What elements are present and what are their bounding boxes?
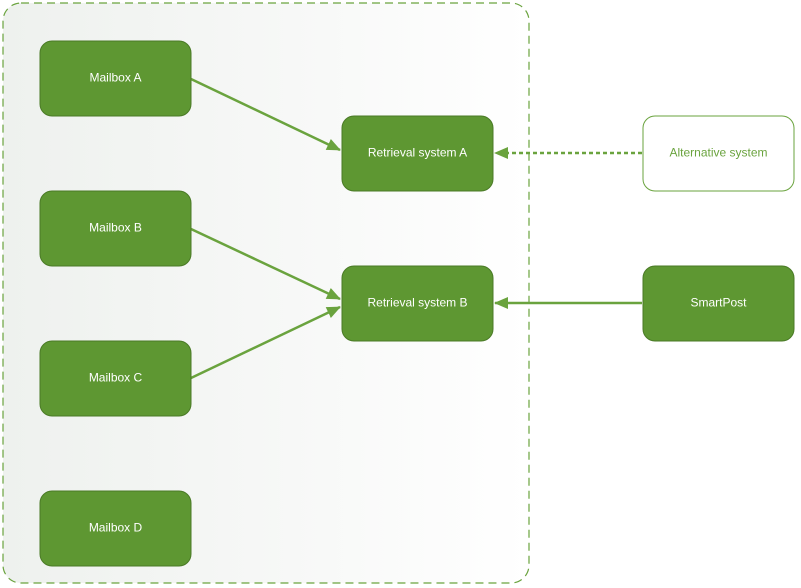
edges bbox=[190, 77, 642, 380]
node-mailbox-d[interactable]: Mailbox D bbox=[39, 490, 192, 567]
node-retrieval-system-a-label: Retrieval system A bbox=[368, 146, 467, 160]
edge-mailbox-a-to-retrieval-a bbox=[190, 77, 341, 152]
node-mailbox-b[interactable]: Mailbox B bbox=[39, 190, 192, 267]
node-alternative-system-label: Alternative system bbox=[669, 146, 767, 160]
node-retrieval-system-b[interactable]: Retrieval system B bbox=[341, 265, 494, 342]
node-smartpost-box bbox=[642, 265, 795, 342]
node-mailbox-a-label: Mailbox A bbox=[89, 71, 141, 85]
node-alternative-system[interactable]: Alternative system bbox=[642, 115, 795, 192]
node-mailbox-a-box bbox=[39, 40, 192, 117]
node-mailbox-d-box bbox=[39, 490, 192, 567]
node-mailbox-c-label: Mailbox C bbox=[89, 371, 143, 385]
node-smartpost-label: SmartPost bbox=[690, 296, 747, 310]
node-retrieval-system-a-box bbox=[341, 115, 494, 192]
node-retrieval-system-b-label: Retrieval system B bbox=[367, 296, 467, 310]
node-mailbox-a[interactable]: Mailbox A bbox=[39, 40, 192, 117]
node-mailbox-d-label: Mailbox D bbox=[89, 521, 143, 535]
node-mailbox-b-box bbox=[39, 190, 192, 267]
edge-mailbox-c-to-retrieval-b bbox=[190, 305, 341, 380]
node-retrieval-system-b-box bbox=[341, 265, 494, 342]
node-mailbox-c-box bbox=[39, 340, 192, 417]
node-smartpost[interactable]: SmartPost bbox=[642, 265, 795, 342]
node-mailbox-b-label: Mailbox B bbox=[89, 221, 142, 235]
node-retrieval-system-a[interactable]: Retrieval system A bbox=[341, 115, 494, 192]
edge-mailbox-b-to-retrieval-b bbox=[190, 227, 341, 301]
node-alternative-system-box bbox=[642, 115, 795, 192]
node-mailbox-c[interactable]: Mailbox C bbox=[39, 340, 192, 417]
